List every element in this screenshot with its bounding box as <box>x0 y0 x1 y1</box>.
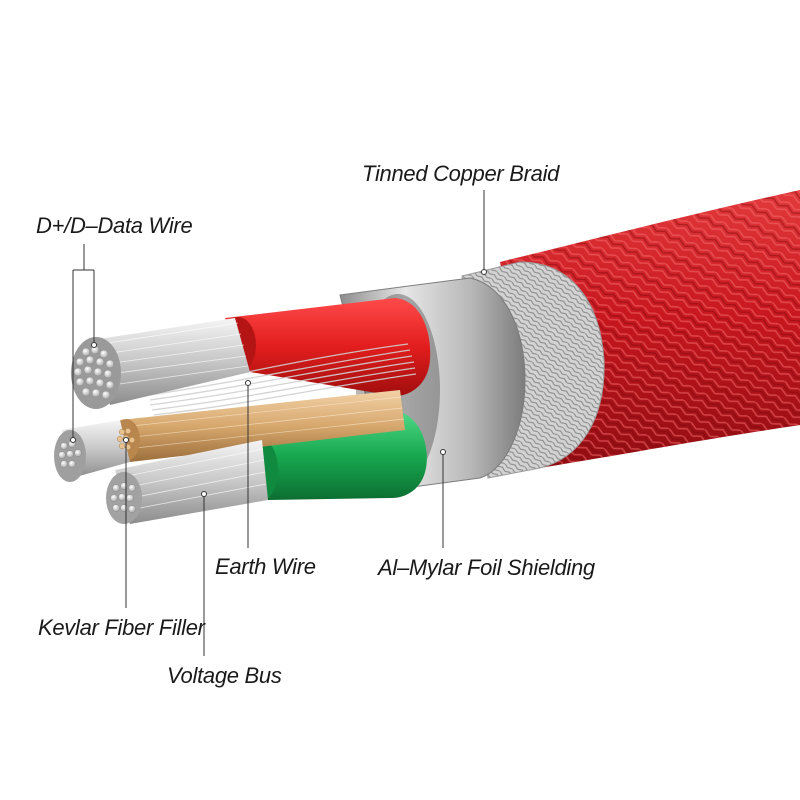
label-foil-shielding: Al–Mylar Foil Shielding <box>378 555 595 580</box>
label-earth-wire: Earth Wire <box>215 554 316 579</box>
copper-end-dots <box>116 428 135 451</box>
label-kevlar-filler: Kevlar Fiber Filler <box>38 615 205 640</box>
label-data-wire: D+/D–Data Wire <box>36 213 193 238</box>
label-voltage-bus: Voltage Bus <box>167 663 282 688</box>
red-insulation <box>220 298 431 396</box>
leader-lines <box>70 190 487 656</box>
label-tinned-copper-braid: Tinned Copper Braid <box>362 161 560 186</box>
